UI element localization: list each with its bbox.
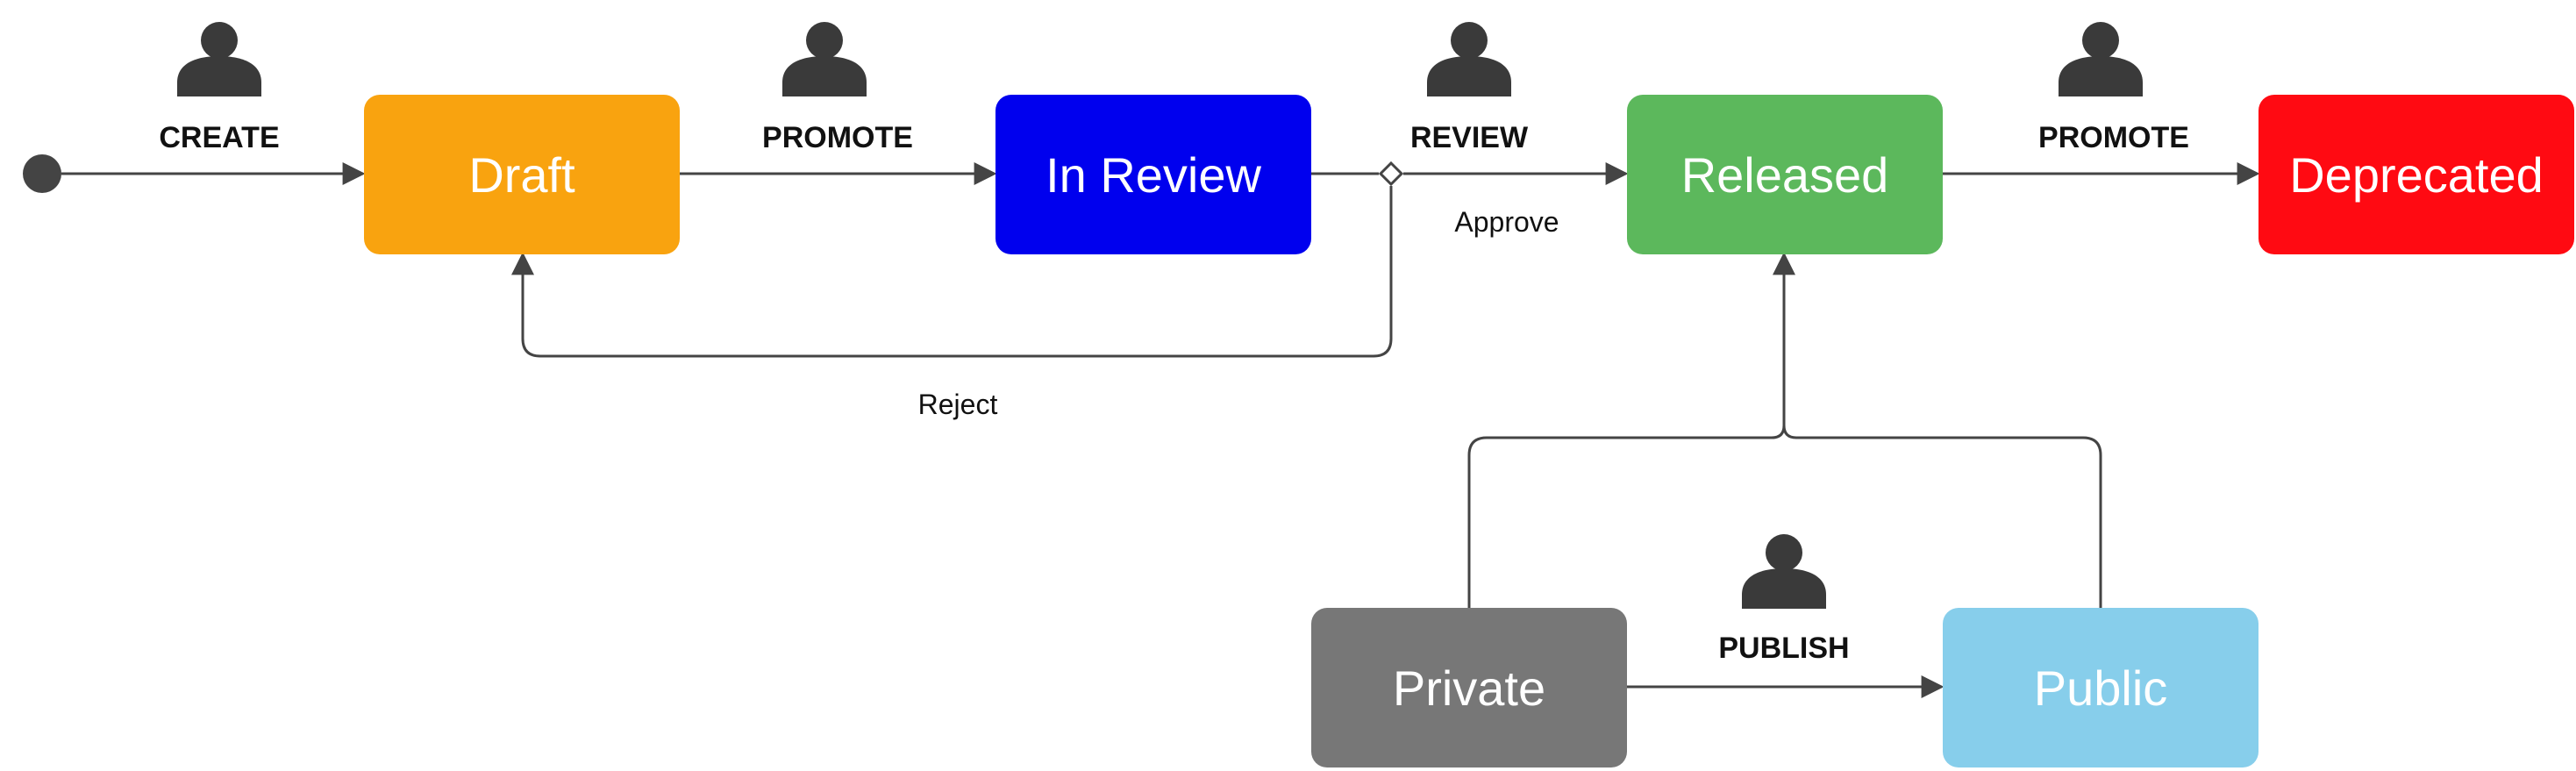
state-label-deprecated: Deprecated [2289,147,2544,203]
state-label-public: Public [2034,660,2168,716]
edge-public-to-released [1782,425,2102,608]
user-icon [2059,22,2143,96]
label-approve: Approve [1454,206,1559,238]
action-publish: PUBLISH [1718,632,1849,665]
action-promote-review: PROMOTE [762,121,913,154]
state-box-released [1627,95,1943,254]
action-review: REVIEW [1410,121,1529,154]
state-in-review: In Review [995,95,1311,254]
state-label-private: Private [1393,660,1545,716]
state-deprecated: Deprecated [2258,95,2574,254]
state-label-draft: Draft [468,147,575,203]
edge-reject [511,186,1393,358]
label-reject: Reject [918,389,998,420]
user-icon [1427,22,1511,96]
edge-private-to-released [1467,252,1795,608]
state-box-public [1943,608,2258,767]
state-public: Public [1943,608,2258,767]
user-icon [782,22,867,96]
state-draft: Draft [364,95,680,254]
state-box-draft [364,95,680,254]
state-label-in-review: In Review [1045,147,1261,203]
user-icon [177,22,261,96]
action-create: CREATE [159,121,279,154]
state-label-released: Released [1681,147,1889,203]
state-private: Private [1311,608,1627,767]
state-box-in-review [995,95,1311,254]
action-promote-deprecate: PROMOTE [2038,121,2189,154]
state-box-private [1311,608,1627,767]
decision-diamond [1378,161,1404,187]
state-released: Released [1627,95,1943,254]
initial-state-dot [23,154,61,193]
state-box-deprecated [2258,95,2574,254]
user-icon [1742,534,1826,609]
